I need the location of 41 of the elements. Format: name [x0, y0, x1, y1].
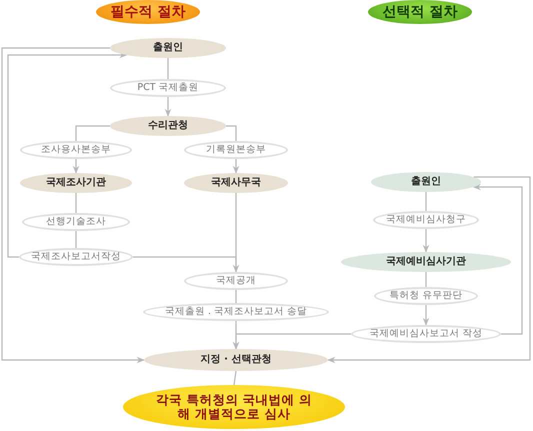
- process-ellipse: 출원인: [371, 172, 481, 192]
- arrow: [422, 229, 430, 253]
- connector-line: [235, 193, 237, 272]
- arrow: [422, 305, 430, 326]
- connector-line: [75, 231, 77, 248]
- result-ellipse: 각국 특허청의 국내법에 의해 개별적으로 심사: [123, 385, 345, 429]
- connector-line: [167, 58, 169, 79]
- connector-line: [75, 193, 77, 213]
- process-ellipse: 지정 · 선택관청: [144, 349, 328, 371]
- arrow: [7, 52, 128, 258]
- connector-line: [233, 370, 237, 386]
- arrow: [133, 256, 240, 273]
- arrow: [472, 184, 523, 335]
- connector-line: [235, 290, 237, 303]
- step-ellipse: 선행기술조사: [22, 213, 130, 231]
- connector-line: [425, 192, 427, 211]
- process-ellipse: 출원인: [110, 38, 226, 58]
- section-heading: 선택적 절차: [368, 0, 472, 24]
- arrow: [327, 176, 531, 364]
- arrow: [1, 47, 145, 364]
- arrow: [232, 333, 351, 350]
- step-ellipse: 국제출원 . 국제조사보고서 송달: [143, 303, 329, 321]
- arrow: [232, 159, 240, 174]
- step-ellipse: 국제예비심사청구: [373, 211, 479, 229]
- step-ellipse: 국제예비심사보고서 작성: [351, 325, 501, 343]
- step-ellipse: 특허청 유무판단: [374, 287, 478, 305]
- connector-line: [226, 125, 237, 141]
- section-heading: 필수적 절차: [96, 0, 200, 24]
- process-ellipse: 수리관청: [110, 116, 226, 136]
- step-ellipse: 조사용사본송부: [20, 141, 132, 159]
- step-ellipse: 기록원본송부: [184, 141, 288, 159]
- connector-line: [75, 125, 110, 141]
- step-ellipse: 국제조사보고서작성: [19, 248, 133, 266]
- step-ellipse: 국제공개: [184, 272, 288, 290]
- process-ellipse: 국제사무국: [184, 173, 288, 193]
- arrow: [72, 159, 80, 174]
- arrow: [164, 97, 172, 117]
- process-ellipse: 국제조사기관: [20, 173, 132, 193]
- step-ellipse: PCT 국제출원: [110, 79, 226, 97]
- connector-line: [425, 272, 427, 287]
- process-ellipse: 국제예비심사기관: [341, 252, 511, 272]
